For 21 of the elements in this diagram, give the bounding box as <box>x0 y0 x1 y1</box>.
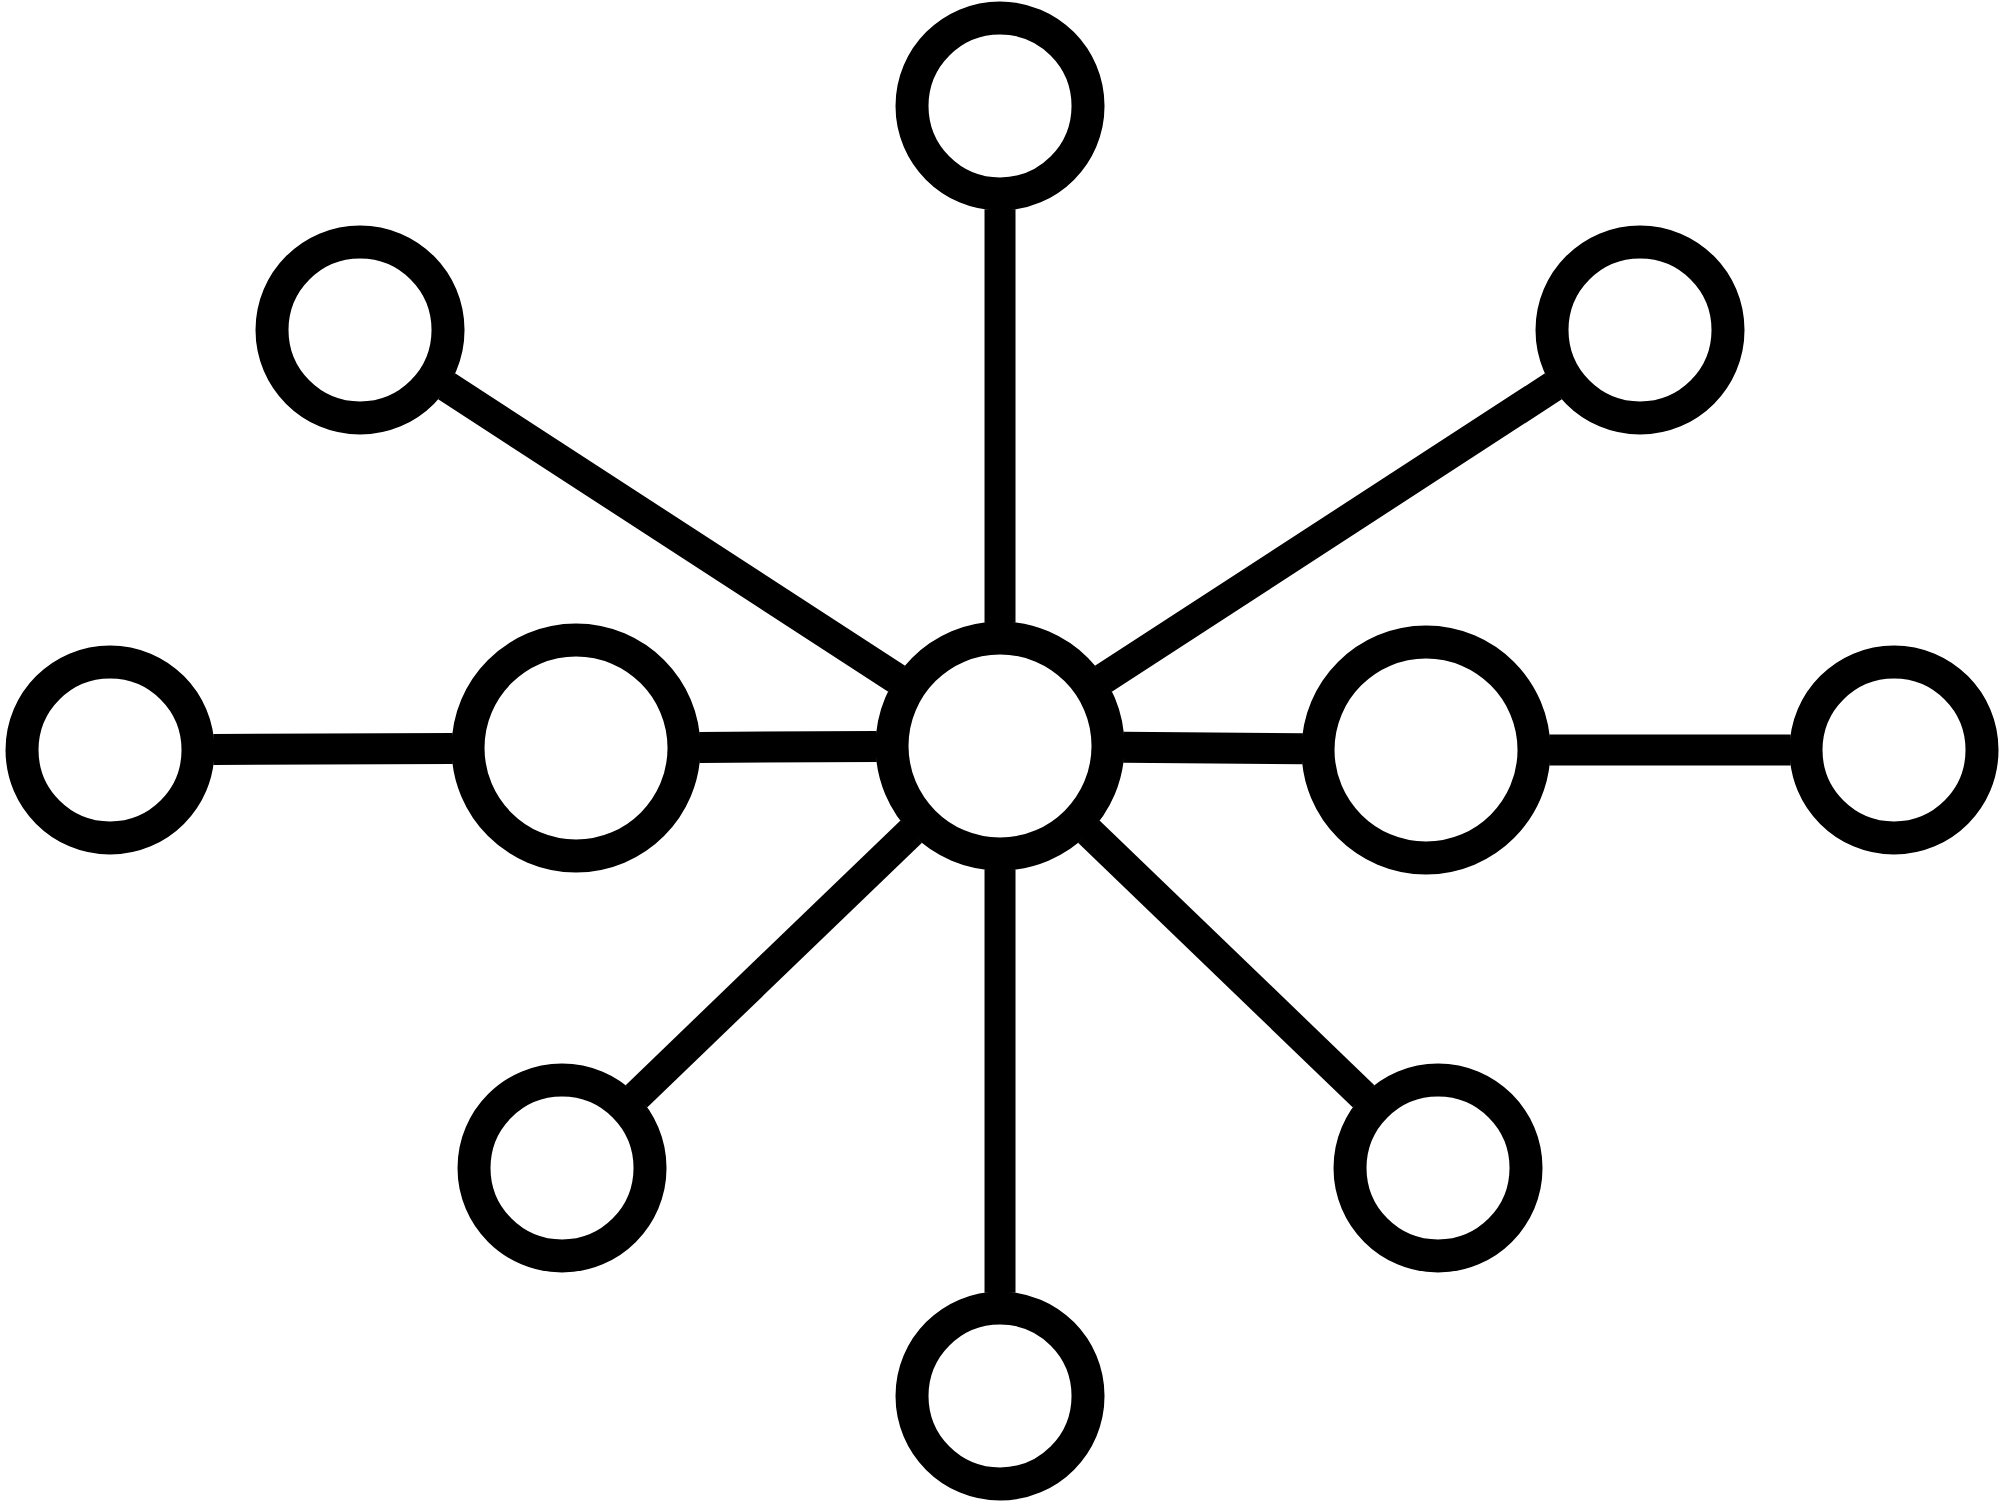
connector-line <box>699 731 877 763</box>
node-circle <box>457 1063 667 1273</box>
node-circle <box>1789 645 1999 855</box>
connector-line <box>1123 731 1303 765</box>
connector-line <box>1094 373 1562 692</box>
node-circle <box>875 621 1125 871</box>
node-circle <box>895 1 1105 211</box>
node-circle <box>255 225 465 435</box>
node-circle <box>451 623 701 873</box>
node-circle <box>1535 225 1745 435</box>
node-circle <box>1301 625 1551 875</box>
node-circle <box>5 645 215 855</box>
connector-line <box>1078 820 1375 1108</box>
connector-line <box>984 209 1016 623</box>
node-circle <box>1333 1063 1543 1273</box>
node-circle <box>895 1291 1105 1501</box>
connector-line <box>1549 734 1791 766</box>
connector-line <box>984 869 1016 1293</box>
connector-line <box>438 373 906 692</box>
connector-line <box>625 820 922 1108</box>
connector-line <box>213 733 453 766</box>
